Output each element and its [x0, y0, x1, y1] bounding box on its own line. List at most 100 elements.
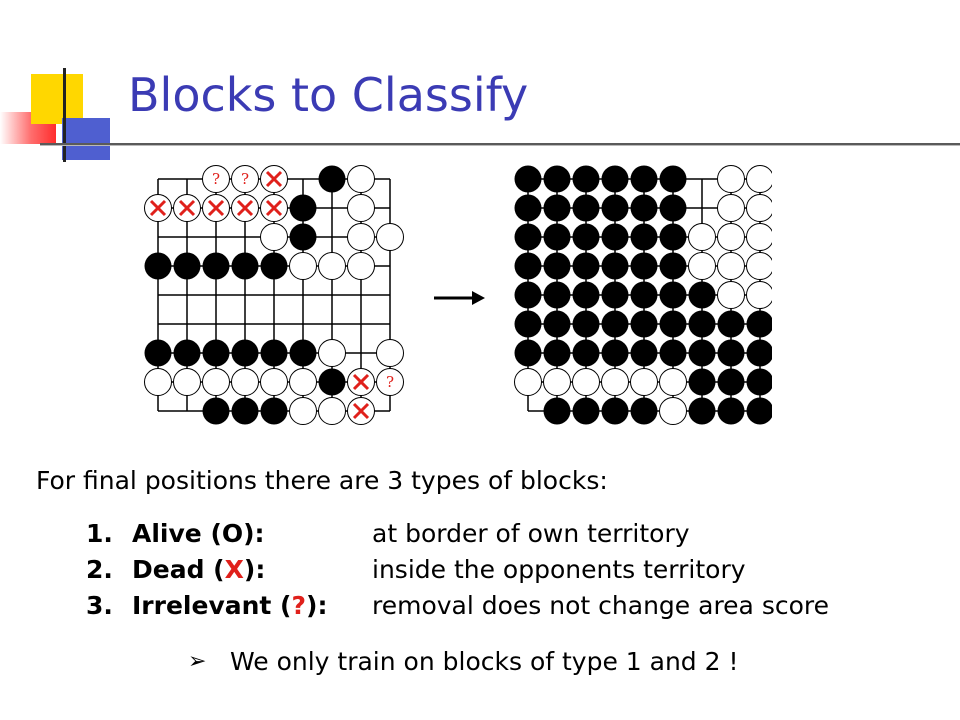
dead-stone-x-icon	[231, 194, 259, 222]
white-stone	[376, 223, 404, 251]
item-name: Dead (X):	[132, 555, 266, 584]
list-item: 2. Dead (X): inside the opponents territ…	[86, 552, 829, 588]
white-stone	[746, 165, 772, 193]
black-stone	[260, 252, 288, 280]
white-stone	[202, 368, 230, 396]
dead-stone-x-icon	[202, 194, 230, 222]
black-stone	[630, 252, 658, 280]
black-stone	[514, 339, 542, 367]
white-stone	[318, 397, 346, 425]
note-text: We only train on blocks of type 1 and 2 …	[230, 647, 739, 676]
white-stone	[347, 165, 375, 193]
dead-stone-x-icon	[144, 194, 172, 222]
black-stone	[572, 194, 600, 222]
list-item: 3. Irrelevant (?): removal does not chan…	[86, 588, 829, 624]
black-stone	[746, 310, 772, 338]
note: ➢ We only train on blocks of type 1 and …	[188, 647, 738, 676]
black-stone	[688, 281, 716, 309]
black-stone	[601, 194, 629, 222]
black-stone	[601, 339, 629, 367]
white-stone	[289, 252, 317, 280]
white-stone	[260, 368, 288, 396]
black-stone	[572, 281, 600, 309]
irrelevant-stone-question-icon: ?	[202, 165, 230, 193]
title-accent-vertical-line	[63, 68, 66, 162]
black-stone	[601, 310, 629, 338]
white-stone	[717, 194, 745, 222]
black-stone	[514, 281, 542, 309]
white-stone	[376, 339, 404, 367]
black-stone	[659, 339, 687, 367]
black-stone	[659, 194, 687, 222]
black-stone	[601, 165, 629, 193]
go-board-left: ???	[144, 165, 404, 425]
item-number: 1.	[86, 519, 113, 548]
title-accent-blue	[62, 118, 110, 160]
intro-text: For final positions there are 3 types of…	[36, 466, 608, 495]
black-stone	[659, 310, 687, 338]
dead-stone-x-icon	[260, 194, 288, 222]
black-stone	[601, 252, 629, 280]
black-stone	[659, 252, 687, 280]
black-stone	[543, 223, 571, 251]
item-description: removal does not change area score	[372, 591, 829, 620]
black-stone	[543, 194, 571, 222]
white-stone	[717, 223, 745, 251]
svg-text:?: ?	[212, 170, 220, 188]
black-stone	[260, 397, 288, 425]
white-stone	[746, 252, 772, 280]
white-stone	[514, 368, 542, 396]
black-stone	[173, 339, 201, 367]
black-stone	[630, 310, 658, 338]
black-stone	[289, 339, 317, 367]
white-stone	[746, 281, 772, 309]
black-stone	[688, 310, 716, 338]
white-stone	[144, 368, 172, 396]
black-stone	[630, 397, 658, 425]
black-stone	[202, 252, 230, 280]
svg-text:?: ?	[241, 170, 249, 188]
black-stone	[601, 397, 629, 425]
black-stone	[688, 339, 716, 367]
black-stone	[630, 339, 658, 367]
black-stone	[543, 252, 571, 280]
black-stone	[601, 281, 629, 309]
white-stone	[717, 165, 745, 193]
white-stone	[173, 368, 201, 396]
dead-stone-x-icon	[173, 194, 201, 222]
item-number: 3.	[86, 591, 113, 620]
title-accent-yellow	[31, 74, 83, 124]
black-stone	[173, 252, 201, 280]
white-stone	[318, 339, 346, 367]
arrow-bullet-icon: ➢	[188, 649, 207, 674]
black-stone	[572, 165, 600, 193]
white-stone	[746, 194, 772, 222]
black-stone	[717, 397, 745, 425]
item-number: 2.	[86, 555, 113, 584]
black-stone	[543, 339, 571, 367]
go-board-right	[514, 165, 772, 425]
black-stone	[688, 397, 716, 425]
black-stone	[514, 310, 542, 338]
black-stone	[717, 368, 745, 396]
black-stone	[543, 281, 571, 309]
black-stone	[717, 339, 745, 367]
black-stone	[514, 223, 542, 251]
black-stone	[572, 339, 600, 367]
black-stone	[318, 368, 346, 396]
black-stone	[260, 339, 288, 367]
white-stone	[746, 223, 772, 251]
black-stone	[231, 397, 259, 425]
black-stone	[514, 194, 542, 222]
irrelevant-stone-question-icon: ?	[376, 368, 404, 396]
dead-stone-x-icon	[347, 397, 375, 425]
item-name: Irrelevant (?):	[132, 591, 328, 620]
white-stone	[260, 223, 288, 251]
irrelevant-stone-question-icon: ?	[231, 165, 259, 193]
item-name: Alive (O):	[132, 519, 265, 548]
black-stone	[543, 165, 571, 193]
black-stone	[289, 194, 317, 222]
right-arrow-icon	[434, 291, 485, 305]
dead-stone-x-icon	[347, 368, 375, 396]
white-stone	[347, 194, 375, 222]
